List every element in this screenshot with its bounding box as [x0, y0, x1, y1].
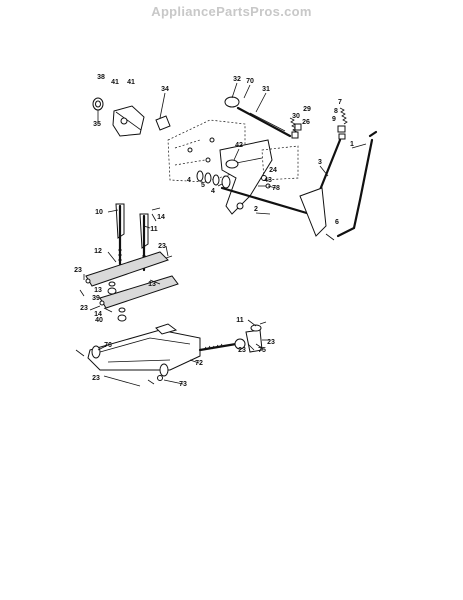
callout-label: 23 [80, 305, 88, 312]
callout-label: 11 [236, 317, 244, 324]
lift-handle-part [336, 130, 378, 238]
bolt-part [325, 233, 335, 241]
callout-leader [163, 379, 184, 385]
callout-label: 23 [74, 267, 82, 274]
callout-leader [247, 319, 257, 327]
callout-leader [189, 359, 200, 364]
callout-label: 1 [350, 141, 354, 148]
callout-label: 75 [258, 347, 266, 354]
callout-label: 73 [179, 381, 187, 388]
callout-leader [233, 148, 240, 161]
callout-label: 41 [127, 79, 135, 86]
callout-label: 5 [201, 182, 205, 189]
callout-label: 41 [111, 79, 119, 86]
washer-part [196, 170, 231, 189]
callout-label: 30 [292, 113, 300, 120]
callout-label: 9 [332, 116, 336, 123]
mower-hanger-part [87, 323, 201, 377]
callout-leader [159, 92, 166, 119]
callout-label: 78 [272, 185, 280, 192]
callout-label: 14 [94, 311, 102, 318]
fitting-part [258, 175, 271, 189]
mounting-plate-part [167, 119, 246, 183]
lift-arm-part [85, 251, 179, 309]
callout-label: 13 [148, 281, 156, 288]
bracket-part [155, 115, 171, 131]
callout-label: 14 [157, 214, 165, 221]
callout-label: 7 [338, 99, 342, 106]
callout-label: 32 [233, 76, 241, 83]
callout-leader [103, 375, 141, 387]
callout-leader [351, 143, 367, 149]
callout-leader [231, 82, 238, 99]
callout-label: 11 [150, 226, 158, 233]
callout-label: 13 [94, 287, 102, 294]
adjust-rod-part [198, 324, 263, 353]
callout-leader [247, 343, 255, 351]
callout-leader [149, 279, 161, 285]
callout-label: 23 [92, 375, 100, 382]
callout-label: 38 [97, 74, 105, 81]
callout-leader [319, 165, 329, 177]
knob-rod-part [224, 96, 292, 138]
clevis-pin-part [75, 321, 267, 385]
callout-label: 23 [267, 339, 275, 346]
callout-leader [267, 185, 277, 189]
callout-label: 23 [158, 243, 166, 250]
spring-part-right [337, 107, 348, 140]
callout-label: 4 [187, 177, 191, 184]
callout-label: 43 [264, 177, 272, 184]
callout-label: 42 [235, 142, 243, 149]
callout-leader [107, 251, 117, 263]
callout-label: 29 [303, 106, 311, 113]
callout-label: 10 [95, 209, 103, 216]
callout-label: 23 [238, 347, 246, 354]
lift-lever-part [299, 138, 342, 237]
callout-leader [255, 212, 271, 215]
callout-label: 72 [195, 360, 203, 367]
callout-label: 70 [246, 78, 254, 85]
callout-label: 76 [104, 342, 112, 349]
callout-leader [143, 225, 151, 229]
lift-shaft-part [217, 139, 312, 216]
callout-label: 2 [254, 206, 258, 213]
guide-outline [261, 145, 299, 181]
callout-leader [255, 343, 263, 349]
callout-label: 6 [335, 219, 339, 226]
callout-leader [165, 245, 169, 257]
callout-leader [89, 305, 101, 311]
cotter-pin-part [79, 207, 173, 313]
callout-label: 24 [269, 167, 277, 174]
watermark: AppliancePartsPros.com [151, 4, 312, 19]
callout-leader [243, 84, 251, 99]
callout-label: 39 [92, 295, 100, 302]
callout-leader [151, 213, 157, 222]
callout-label: 34 [161, 86, 169, 93]
cover-part [112, 105, 145, 137]
callout-leader [255, 92, 267, 113]
knob-washer-part [92, 97, 104, 111]
callout-label: 40 [95, 317, 103, 324]
callout-label: 8 [334, 108, 338, 115]
washer-nut-part [107, 281, 127, 322]
callout-label: 3 [318, 159, 322, 166]
callout-label: 26 [302, 119, 310, 126]
callout-label: 12 [94, 248, 102, 255]
callout-label: 35 [93, 121, 101, 128]
callout-label: 4 [211, 188, 215, 195]
callout-leader [97, 344, 109, 351]
callout-leader [107, 209, 119, 213]
callout-label: 31 [262, 86, 270, 93]
spring-part [289, 117, 302, 139]
